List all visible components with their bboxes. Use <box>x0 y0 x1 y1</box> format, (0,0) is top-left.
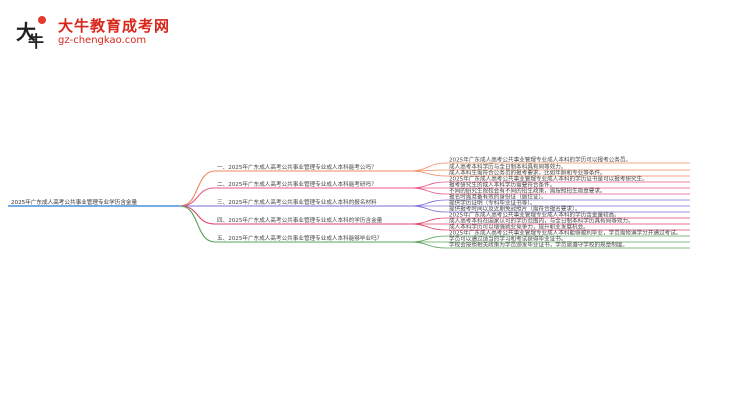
leaf-node: 报考研究生的成人本科学历需要符合条件。 <box>449 181 555 189</box>
branch-connector <box>179 205 216 243</box>
leaf-connector <box>409 235 447 243</box>
branch-connector <box>179 205 216 225</box>
leaf-node: 成人本科生需符合公务员的报考要求，比如年龄和专业等条件。 <box>449 169 606 177</box>
logo-title: 大牛教育成考网 <box>58 17 171 35</box>
leaf-connector <box>409 181 447 189</box>
mind-map-edges <box>8 162 690 249</box>
branch-connector <box>179 187 216 207</box>
leaf-node: 成人高考本科学历与全日制本科具有同等效力。 <box>449 163 566 171</box>
branch-node: 二、2025年广东成人高考公共事业管理专业成人本科能考研吗？ <box>217 180 377 188</box>
leaf-node: 2025年广东成人高考公共事业管理专业成人本科能够顺利毕业，学员需修满学分并通过… <box>449 229 681 237</box>
leaf-node: 提供报考时间以及近期免冠照片（需符合报名要求）。 <box>449 205 580 213</box>
leaf-connector <box>409 223 447 231</box>
leaf-node: 2025年广东成人高考公共事业管理专业成人本科的学历可以报考公务员。 <box>449 156 631 164</box>
leaf-node: 报名时需准备有效的身份证（居住证）。 <box>449 193 547 201</box>
branch-node: 五、2025年广东成人高考公共事业管理专业成人本科能够毕业吗？ <box>217 234 382 242</box>
logo-mark-icon: 大 牛 <box>12 12 52 52</box>
root-node: 2025年广东成人高考公共事业管理专业学历含金量 <box>11 198 138 206</box>
site-logo[interactable]: 大 牛 大牛教育成考网 gz-chengkao.com <box>12 12 212 52</box>
branch-node: 三、2025年广东成人高考公共事业管理专业成人本科的报名材料 <box>217 198 377 206</box>
logo-url: gz-chengkao.com <box>58 35 147 46</box>
leaf-node: 学校会按照相关政策为学员颁发毕业证书，学员需遵守学校的规章制度。 <box>449 241 628 249</box>
logo-mark-char-top: 大 <box>16 20 36 44</box>
branch-connector <box>179 170 216 207</box>
mind-map-nodes: 2025年广东成人高考公共事业管理专业学历含金量 一、2025年广东成人高考公共事… <box>11 156 681 249</box>
leaf-connector <box>409 170 447 177</box>
leaf-connector <box>409 217 447 225</box>
leaf-node: 成人高考本科在国家认可的学历范围内，与全日制本科学历具有同等效力。 <box>449 217 634 225</box>
leaf-node: 成人本科学历可以增强就业竞争力，提升职业发展机会。 <box>449 223 589 231</box>
leaf-connector <box>409 205 447 213</box>
branch-node: 四、2025年广东成人高考公共事业管理专业成人本科的学历含金量 <box>217 216 383 224</box>
leaf-node: 提供学历证明（专科毕业证书等）。 <box>449 199 536 207</box>
branch-node: 一、2025年广东成人高考公共事业管理专业成人本科能考公吗？ <box>217 163 377 171</box>
leaf-connector <box>409 187 447 195</box>
leaf-connector <box>409 241 447 249</box>
logo-mark-char-bottom: 牛 <box>28 32 45 51</box>
logo-dot-icon <box>38 16 46 24</box>
leaf-node: 不同的研究生院校会有不同的招生政策，需按照招生简章要求。 <box>449 187 606 195</box>
leaf-node: 2025年广东成人高考公共事业管理专业成人本科的学历含金量较高。 <box>449 211 620 219</box>
leaf-connector <box>409 199 447 207</box>
leaf-node: 2025年广东成人高考公共事业管理专业成人本科的学历证书是可以报考研究生。 <box>449 175 648 183</box>
leaf-node: 学员可以通过适当的学习和考试获得毕业证书。 <box>449 235 566 243</box>
